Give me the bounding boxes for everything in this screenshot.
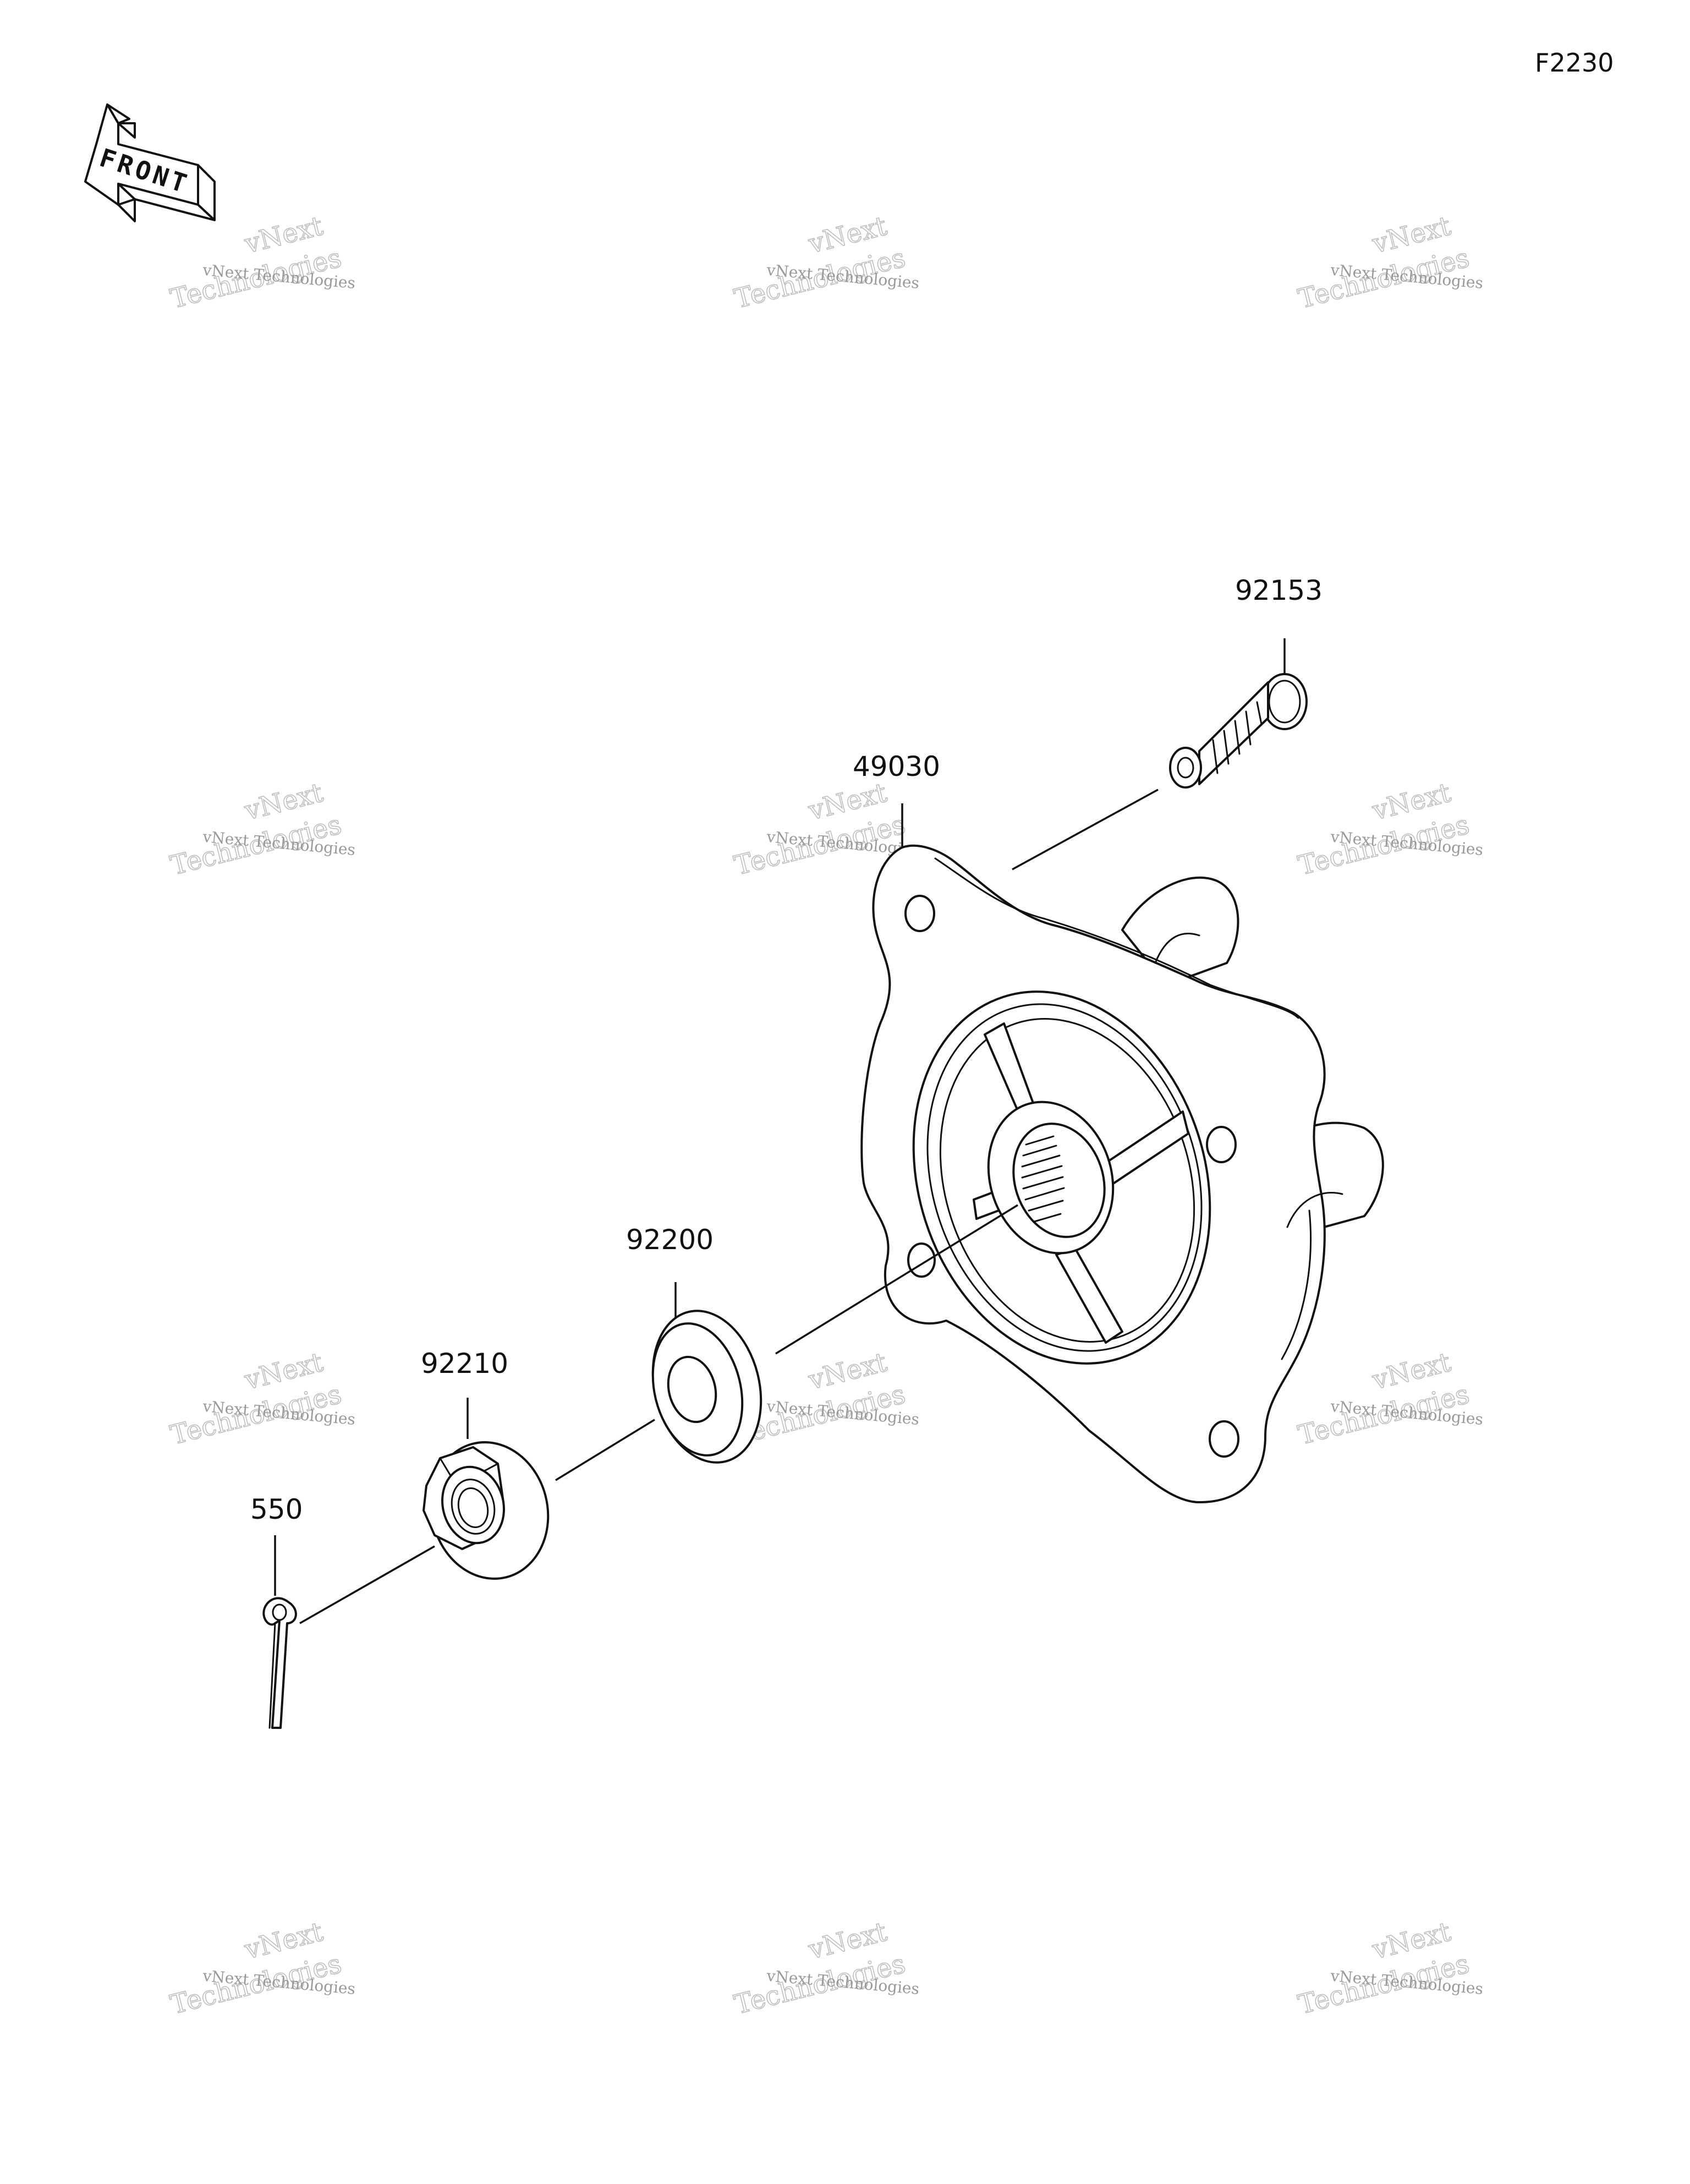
hub-bolt-92153 [1169, 673, 1308, 789]
callout-550: 550 [250, 1493, 303, 1525]
callout-92210: 92210 [421, 1348, 508, 1380]
callout-92200: 92200 [626, 1224, 714, 1256]
sprocket-hub-49030 [860, 844, 1384, 1503]
washer-92200 [651, 1310, 762, 1464]
flange-nut-92210 [422, 1441, 550, 1580]
callout-92153: 92153 [1235, 574, 1323, 606]
callout-49030: 49030 [853, 751, 940, 782]
front-arrow-icon: FRONT [84, 103, 216, 222]
cotter-pin-550 [262, 1597, 297, 1729]
leader-lines [274, 638, 1286, 1624]
figure-code: F2230 [1535, 48, 1614, 78]
